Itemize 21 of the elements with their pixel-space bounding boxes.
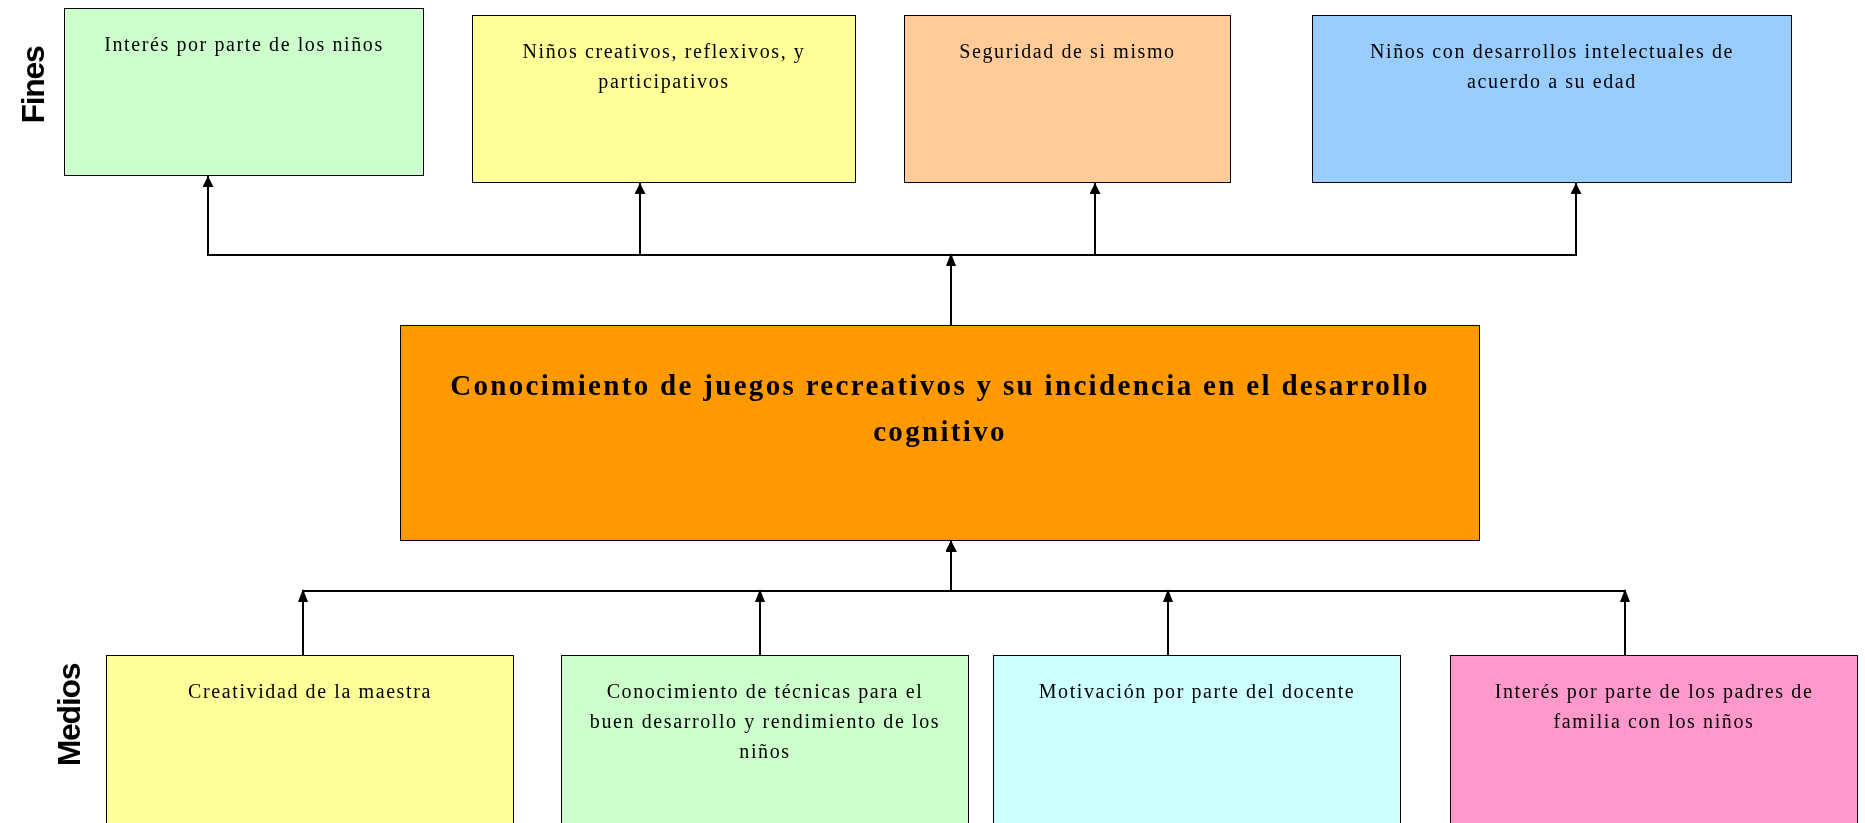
box-text: Conocimiento de juegos recreativos y su incidencia en el desarrollo cognitivo [449,368,1431,450]
process-box [64,8,424,176]
box-text: Conocimiento de técnicas para el buen desarrollo y rendimiento de los niños [588,679,942,764]
central-problem-box [400,325,1480,541]
box-text: Interés por parte de los padres de familia con los niños [1493,679,1815,734]
process-box [106,655,514,823]
box-text: Niños creativos, reflexivos, y participativos [521,39,807,95]
process-box [561,655,969,823]
process-box [993,655,1401,823]
section-label: Medios [50,663,88,767]
section-label: Fines [14,46,52,124]
box-text: Niños con desarrollos intelectuales de acuerdo a su edad [1368,39,1735,94]
process-box [904,15,1231,183]
process-box [1312,15,1792,183]
box-text: Creatividad de la maestra [188,679,432,704]
process-box [472,15,856,183]
box-text: Interés por parte de los niños [104,32,384,58]
box-text: Seguridad de si mismo [959,39,1176,65]
process-box [1450,655,1858,823]
box-text: Motivación por parte del docente [1038,679,1356,705]
connector-arrow [945,540,1626,656]
